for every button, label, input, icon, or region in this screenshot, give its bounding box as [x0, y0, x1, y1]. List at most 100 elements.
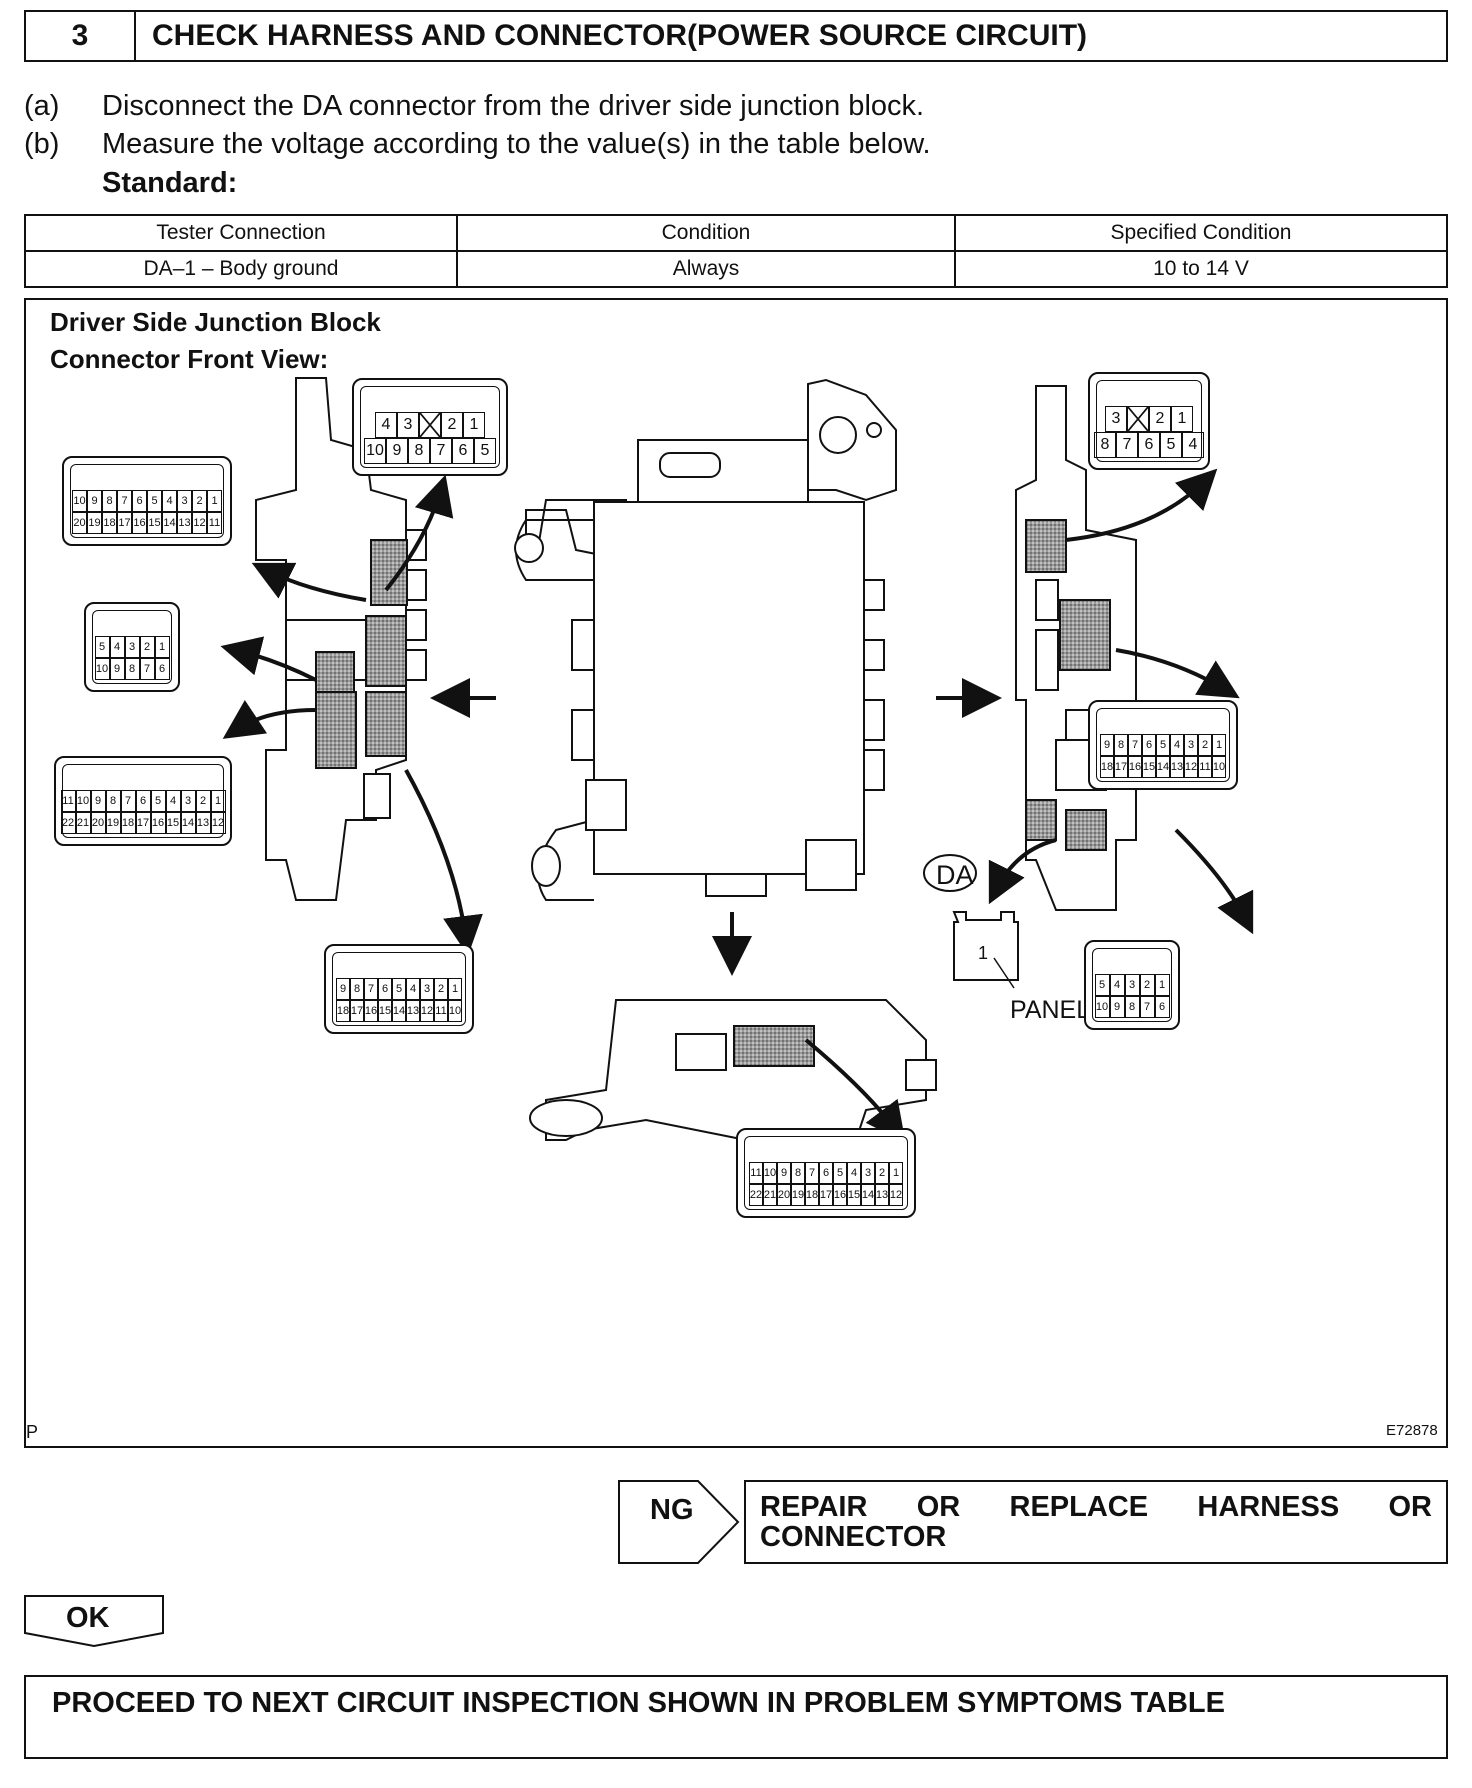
- table-cell: 10 to 14 V: [954, 250, 1448, 288]
- instruction-text: Disconnect the DA connector from the dri…: [102, 90, 925, 122]
- pin-cell: 18: [336, 1000, 350, 1022]
- pin-cell: 9: [336, 978, 350, 1000]
- pin-cell: 8: [408, 438, 430, 464]
- pin-cell: 8: [350, 978, 364, 1000]
- pin-cell: 7: [1139, 996, 1155, 1018]
- pin-cell: 21: [75, 812, 91, 834]
- pin-cell: 8: [1124, 996, 1140, 1018]
- pin-cell: 3: [124, 636, 140, 658]
- pin-cell: 11: [1198, 756, 1212, 778]
- pin-cell: 10: [448, 1000, 462, 1022]
- pin-cell: 17: [1114, 756, 1128, 778]
- result-text: REPAIR OR REPLACE HARNESS OR CONNECTOR: [760, 1491, 1432, 1553]
- pin-cell: 22: [60, 812, 76, 834]
- pin-cell: 19: [105, 812, 121, 834]
- instruction-text: Measure the voltage according to the val…: [102, 128, 931, 160]
- pin-cell: 3: [1184, 734, 1198, 756]
- pin-cell: 13: [195, 812, 211, 834]
- pin-cell: 14: [861, 1184, 875, 1206]
- bottom-block-view: [529, 999, 937, 1152]
- pin-cell: 7: [1116, 432, 1138, 458]
- next-step-box: PROCEED TO NEXT CIRCUIT INSPECTION SHOWN…: [24, 1675, 1448, 1759]
- pin-cell: 10: [75, 790, 91, 812]
- pin-cell: 4: [375, 412, 397, 438]
- diagram-title-1: Driver Side Junction Block: [50, 307, 381, 337]
- pin-cell: 4: [109, 636, 125, 658]
- pin-cell: 12: [192, 512, 207, 534]
- pin-cell: 15: [378, 1000, 392, 1022]
- pin-cell: 4: [1182, 432, 1204, 458]
- figure-id: E72878: [1386, 1422, 1438, 1439]
- table-header: Tester Connection: [24, 214, 458, 252]
- pin-cell: 3: [420, 978, 434, 1000]
- pin-cell: 9: [87, 490, 102, 512]
- pin-cell: 1: [154, 636, 170, 658]
- pin-cell: 14: [1156, 756, 1170, 778]
- pin-cell: 15: [847, 1184, 861, 1206]
- pin-cell: 7: [430, 438, 452, 464]
- pin-cell: 8: [1114, 734, 1128, 756]
- pin-cell: 17: [135, 812, 151, 834]
- pin-cell: 9: [777, 1162, 791, 1184]
- pin-cell: 1: [1154, 974, 1170, 996]
- pin-cell: 7: [117, 490, 132, 512]
- table-header-row: Tester Connection Condition Specified Co…: [24, 214, 1448, 252]
- da-connector: [923, 854, 1019, 981]
- pin-cell: 2: [192, 490, 207, 512]
- pin-cell: 6: [819, 1162, 833, 1184]
- pin-cell: 5: [474, 438, 496, 464]
- pin-cell: 9: [90, 790, 106, 812]
- pin-cell: 1: [463, 412, 485, 438]
- pin-cell: 1: [448, 978, 462, 1000]
- pin-cell: 18: [102, 512, 117, 534]
- pin-cell: 4: [406, 978, 420, 1000]
- pin-cell: 13: [406, 1000, 420, 1022]
- pin-cell: 14: [180, 812, 196, 834]
- pin-cell: 13: [1170, 756, 1184, 778]
- pin-cell: 4: [1109, 974, 1125, 996]
- ok-arrow: OK: [24, 1595, 164, 1652]
- pin-cell: 5: [392, 978, 406, 1000]
- ng-label: NG: [650, 1494, 694, 1526]
- pin-cell: 10: [1094, 996, 1110, 1018]
- pin-cell: 3: [1124, 974, 1140, 996]
- instruction-label: (a): [24, 90, 60, 122]
- pin-cell: 9: [1100, 734, 1114, 756]
- pin-cell: 20: [777, 1184, 791, 1206]
- pin-cell: 8: [105, 790, 121, 812]
- pin-cell: 1: [889, 1162, 903, 1184]
- pin-cell: 16: [364, 1000, 378, 1022]
- table-header: Condition: [456, 214, 956, 252]
- pin-cell: 8: [791, 1162, 805, 1184]
- pin-cell: 9: [1109, 996, 1125, 1018]
- pin-cell: 20: [90, 812, 106, 834]
- pin-cell: 8: [124, 658, 140, 680]
- pin-cell: 18: [120, 812, 136, 834]
- pin-cell: 6: [452, 438, 474, 464]
- pin-cell: [419, 412, 441, 438]
- pin-cell: 4: [847, 1162, 861, 1184]
- pin-cell: 13: [875, 1184, 889, 1206]
- pin-cell: 11: [434, 1000, 448, 1022]
- pin-cell: 1: [207, 490, 222, 512]
- pin-cell: 15: [147, 512, 162, 534]
- left-block-view: [255, 377, 427, 901]
- pin-cell: 12: [420, 1000, 434, 1022]
- pin-cell: 4: [165, 790, 181, 812]
- pin-cell: 11: [207, 512, 222, 534]
- table-cell: Always: [456, 250, 956, 288]
- pin-cell: 6: [154, 658, 170, 680]
- table-row: DA–1 – Body ground Always 10 to 14 V: [24, 250, 1448, 288]
- pin-cell: 21: [763, 1184, 777, 1206]
- pin-cell: 8: [102, 490, 117, 512]
- pin-cell: 9: [386, 438, 408, 464]
- instruction-label: (b): [24, 128, 60, 160]
- da-pin-label: 1: [978, 943, 989, 963]
